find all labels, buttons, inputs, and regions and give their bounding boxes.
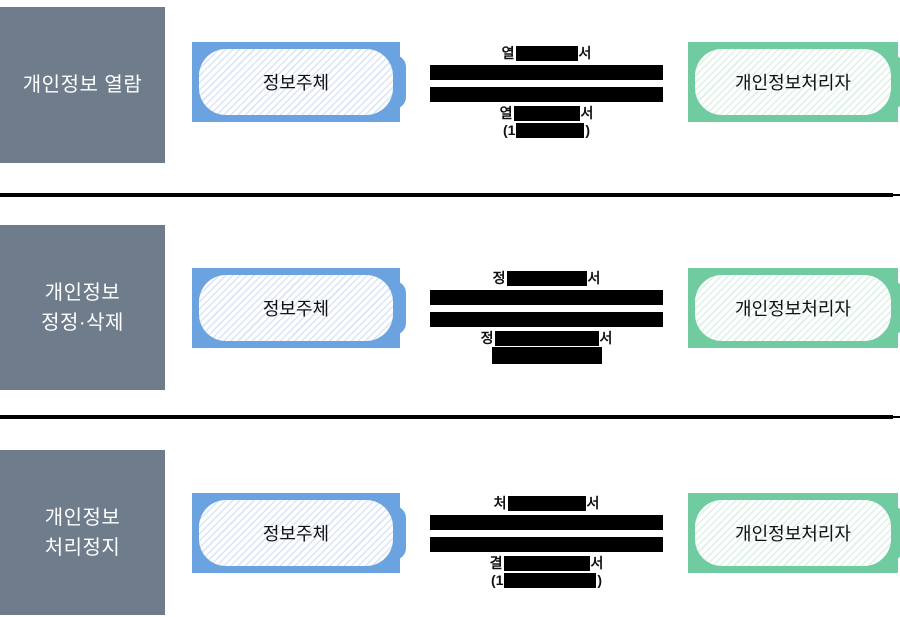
processor-label: 개인정보처리자 [695,49,891,115]
data-subject-label: 정보주체 [199,500,393,566]
redaction-box [504,572,597,588]
redaction-box [515,45,578,61]
response-doc-label-suffix: 서 [580,105,594,121]
flow-column: 정 서 정 서 [430,270,663,364]
section-label-suspend: 개인정보 처리정지 [0,450,165,615]
flow-column: 열 서 열 서 (1 ) [430,45,663,138]
processor-box: 개인정보처리자 [688,42,898,122]
section-label-correct-delete: 개인정보 정정·삭제 [0,225,165,390]
section-label-line: 처리정지 [44,536,121,559]
deadline-label-suffix: ) [585,122,591,138]
flow-column: 처 서 결 서 (1 ) [430,495,663,588]
data-subject-box: 정보주체 [192,493,400,573]
redacted-arrow-request [430,290,663,305]
deadline-label-suffix: ) [597,572,603,588]
redaction-box [507,495,586,511]
redaction-box [513,105,580,121]
redacted-arrow-response [430,537,663,552]
redaction-box [494,330,599,346]
data-subject-box: 정보주체 [192,42,400,122]
redacted-arrow-request [430,515,663,530]
section-label-line: 개인정보 [44,281,121,304]
request-doc-label-prefix: 정 [492,270,506,286]
deadline-label: (1 ) [491,572,602,588]
redacted-arrow-request [430,65,663,80]
request-doc-label-suffix: 서 [587,270,601,286]
section-label-line: 개인정보 [44,506,121,529]
response-doc-label-prefix: 결 [489,555,503,571]
section-label-open: 개인정보 열람 [0,7,165,163]
response-doc-label-prefix: 정 [480,330,494,346]
divider-line [0,193,900,197]
data-subject-label: 정보주체 [199,275,393,341]
request-doc-label: 처 서 [494,495,600,511]
response-doc-label-suffix: 서 [599,330,613,346]
deadline-label-prefix: (1 [502,122,516,138]
response-doc-label-suffix: 서 [590,555,604,571]
response-doc-label: 열 서 [500,105,594,121]
redacted-arrow-response [430,312,663,327]
response-doc-label: 정 서 [481,330,613,346]
response-doc-label: 결 서 [490,555,604,571]
deadline-label-prefix: (1 [490,572,504,588]
request-doc-label: 열 서 [502,45,592,61]
request-doc-label: 정 서 [493,270,601,286]
request-doc-label-prefix: 처 [493,495,507,511]
processor-box: 개인정보처리자 [688,268,898,348]
redaction-box [506,270,587,286]
section-label-line: 개인정보 열람 [22,74,143,96]
response-doc-label-prefix: 열 [499,105,513,121]
processor-label: 개인정보처리자 [695,275,891,341]
divider-tail [893,194,900,196]
redaction-box [503,555,590,571]
divider-tail [893,416,900,418]
request-doc-label-prefix: 열 [501,45,515,61]
redacted-arrow-response [430,87,663,102]
redaction-box-deadline [491,347,602,364]
data-subject-label: 정보주체 [199,49,393,115]
request-doc-label-suffix: 서 [578,45,592,61]
processor-box: 개인정보처리자 [688,493,898,573]
deadline-label: (1 ) [503,122,590,138]
data-subject-box: 정보주체 [192,268,400,348]
processor-label: 개인정보처리자 [695,500,891,566]
divider-line [0,415,900,419]
section-label-line: 정정·삭제 [41,311,124,334]
redaction-box [516,122,585,138]
request-doc-label-suffix: 서 [586,495,600,511]
